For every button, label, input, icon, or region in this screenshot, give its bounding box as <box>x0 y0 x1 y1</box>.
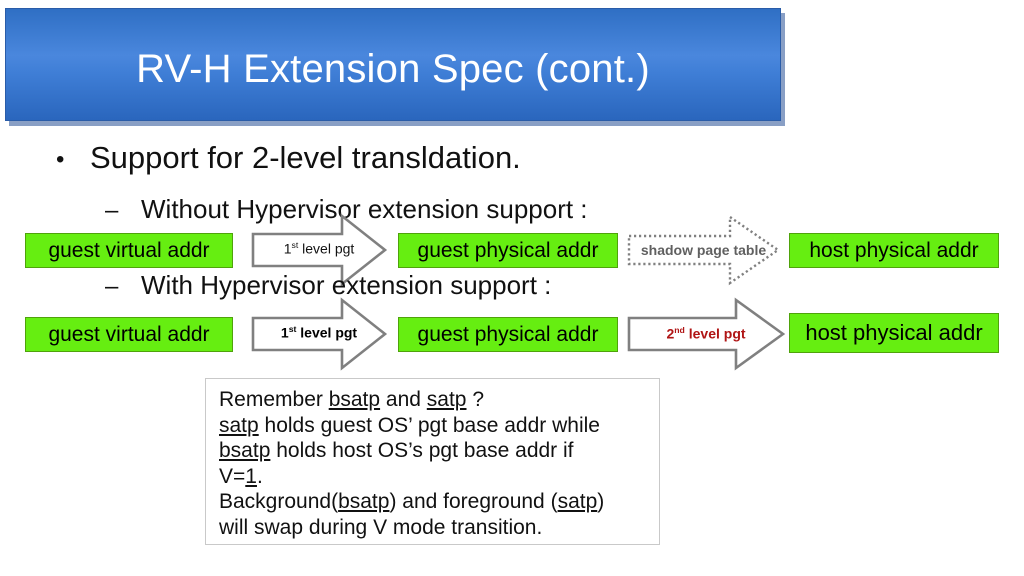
note-token-satp: satp <box>557 490 598 513</box>
bullet-level1-translation: • Support for 2-level transldation. <box>56 140 521 176</box>
arrow-2nd-level-pgt: 2nd level pgt <box>626 296 786 372</box>
bullet-level1-text: Support for 2-level transldation. <box>90 140 521 175</box>
note-line-3: bsatp holds host OS’s pgt base addr if <box>219 439 574 462</box>
box-label: guest physical addr <box>417 322 599 346</box>
box-label: host physical addr <box>809 238 979 262</box>
note-token-bsatp: bsatp <box>328 388 381 411</box>
box-label: host physical addr <box>805 320 983 345</box>
note-line-1: Remember bsatp and satp ? <box>219 388 485 411</box>
page-title: RV-H Extension Spec (cont.) <box>136 47 650 91</box>
box-guest-physical-addr-row2: guest physical addr <box>398 317 618 352</box>
box-guest-virtual-addr-row1: guest virtual addr <box>25 233 233 268</box>
box-label: guest physical addr <box>417 238 599 262</box>
note-token-satp: satp <box>219 413 259 437</box>
bullet-marker-dash: – <box>105 273 119 300</box>
box-label: guest virtual addr <box>48 322 210 346</box>
arrow-1st-level-pgt-row2: 1st level pgt <box>250 296 388 372</box>
note-line-4: V=1. <box>219 464 263 488</box>
note-token-one: 1 <box>245 464 257 488</box>
slide-title-bar: RV-H Extension Spec (cont.) <box>5 8 781 121</box>
note-line-2: satp holds guest OS’ pgt base addr while <box>219 413 600 437</box>
bullet-level2-with-hypervisor: –With Hypervisor extension support : <box>105 270 551 301</box>
note-token-bsatp: bsatp <box>219 439 271 462</box>
box-label: guest virtual addr <box>48 238 210 262</box>
box-guest-physical-addr-row1: guest physical addr <box>398 233 618 268</box>
note-line-6: will swap during V mode transition. <box>219 515 543 539</box>
box-guest-virtual-addr-row2: guest virtual addr <box>25 317 233 352</box>
bullet-level2-without-hypervisor: –Without Hypervisor extension support : <box>105 194 588 225</box>
note-box: Remember bsatp and satp ? satp holds gue… <box>205 378 660 545</box>
bullet-marker-dot: • <box>56 145 65 173</box>
bullet-marker-dash: – <box>105 197 119 224</box>
note-line-5: Background(bsatp) and foreground (satp) <box>219 490 605 513</box>
note-token-satp: satp <box>426 388 467 411</box>
arrow-shadow-page-table: shadow page table <box>626 212 781 288</box>
box-host-physical-addr-row1: host physical addr <box>789 233 999 268</box>
box-host-physical-addr-row2: host physical addr <box>789 313 999 353</box>
bullet-level2-text-with: With Hypervisor extension support : <box>141 270 552 300</box>
bullet-level2-text-without: Without Hypervisor extension support : <box>141 194 588 224</box>
note-token-bsatp: bsatp <box>338 490 390 513</box>
note-line-1-prefix: Remember <box>219 388 329 411</box>
